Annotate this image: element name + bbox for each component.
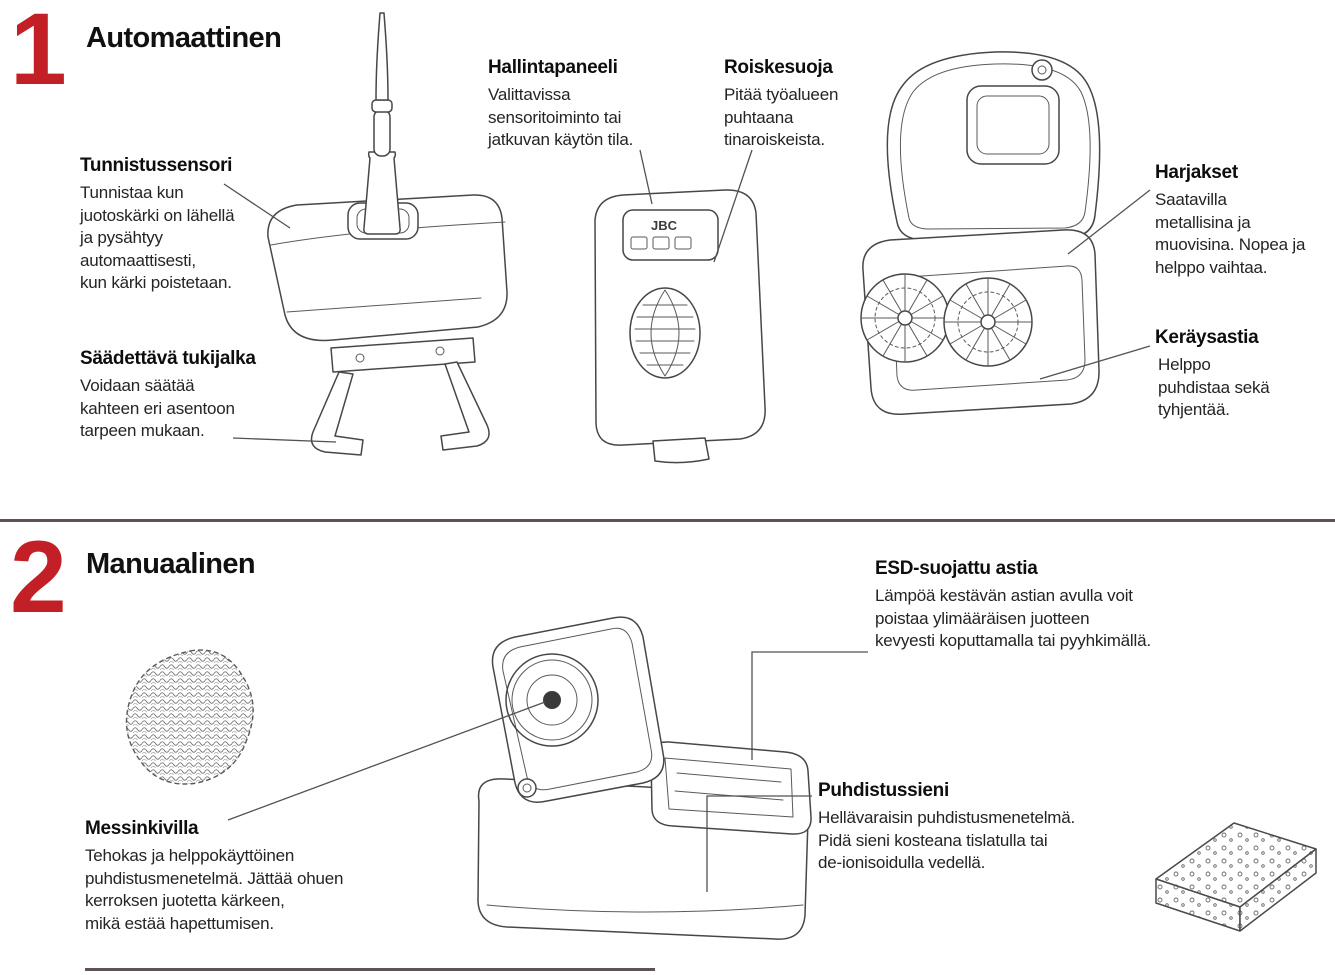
callout-body: Lämpöä kestävän astian avulla voit poist…: [875, 586, 1151, 651]
section-1-number: 1: [10, 0, 67, 106]
brand-label: JBC: [651, 218, 678, 233]
sponge-illustration: [1155, 822, 1317, 932]
callout-body: Pitää työalueen puhtaana tinaroiskeista.: [724, 85, 839, 150]
manual-cleaner-illustration: [477, 616, 812, 940]
callout-tukijalka: Säädettävä tukijalka Voidaan säätää kaht…: [80, 348, 275, 443]
callout-tunnistussensori: Tunnistussensori Tunnistaa kun juotoskär…: [80, 155, 275, 295]
callout-body: Tunnistaa kun juotoskärki on lähellä ja …: [80, 183, 235, 293]
section-divider: [0, 519, 1335, 522]
callout-body: Valittavissa sensoritoiminto tai jatkuva…: [488, 85, 634, 150]
callout-body: Hellävaraisin puhdistusmenetelmä. Pidä s…: [818, 808, 1076, 873]
callout-title: Roiskesuoja: [724, 57, 833, 78]
open-cleaner-brushes-illustration: [860, 51, 1101, 415]
callout-hallintapaneeli: Hallintapaneeli Valittavissa sensoritoim…: [488, 57, 678, 152]
callout-body: Saatavilla metallisina ja muovisina. Nop…: [1155, 190, 1306, 277]
panel-button-icon: [674, 236, 692, 250]
callout-title: Hallintapaneeli: [488, 57, 618, 78]
callout-title: Puhdistussieni: [818, 780, 949, 801]
panel-button-icon: [630, 236, 648, 250]
auto-cleaner-with-stand-illustration: [267, 12, 508, 456]
closed-cleaner-illustration: JBC: [594, 189, 766, 464]
bottom-divider: [85, 968, 655, 971]
callout-messinkivilla: Messinkivilla Tehokas ja helppokäyttöine…: [85, 818, 365, 935]
callout-roiskesuoja: Roiskesuoja Pitää työalueen puhtaana tin…: [724, 57, 889, 152]
callout-title: Harjakset: [1155, 162, 1238, 183]
callout-harjakset: Harjakset Saatavilla metallisina ja muov…: [1155, 162, 1325, 279]
section-2-number: 2: [10, 520, 67, 634]
section-1-title: Automaattinen: [86, 22, 282, 54]
section-2-title: Manuaalinen: [86, 548, 256, 580]
callout-puhdistussieni: Puhdistussieni Hellävaraisin puhdistusme…: [818, 780, 1138, 875]
callout-title: Messinkivilla: [85, 818, 199, 839]
callout-body: Helppo puhdistaa sekä tyhjentää.: [1158, 355, 1270, 420]
brass-wool-illustration: [125, 649, 254, 785]
callout-title: Keräysastia: [1155, 327, 1259, 348]
callout-body: Voidaan säätää kahteen eri asentoon tarp…: [80, 376, 235, 441]
callout-title: Tunnistussensori: [80, 155, 233, 176]
callout-esd-astia: ESD-suojattu astia Lämpöä kestävän astia…: [875, 558, 1225, 653]
callout-body: Tehokas ja helppokäyttöinen puhdistusmen…: [85, 846, 344, 933]
panel-button-icon: [652, 236, 670, 250]
callout-keraysastia: Keräysastia Helppo puhdistaa sekä tyhjen…: [1155, 327, 1320, 422]
callout-title: ESD-suojattu astia: [875, 558, 1038, 579]
callout-title: Säädettävä tukijalka: [80, 348, 256, 369]
